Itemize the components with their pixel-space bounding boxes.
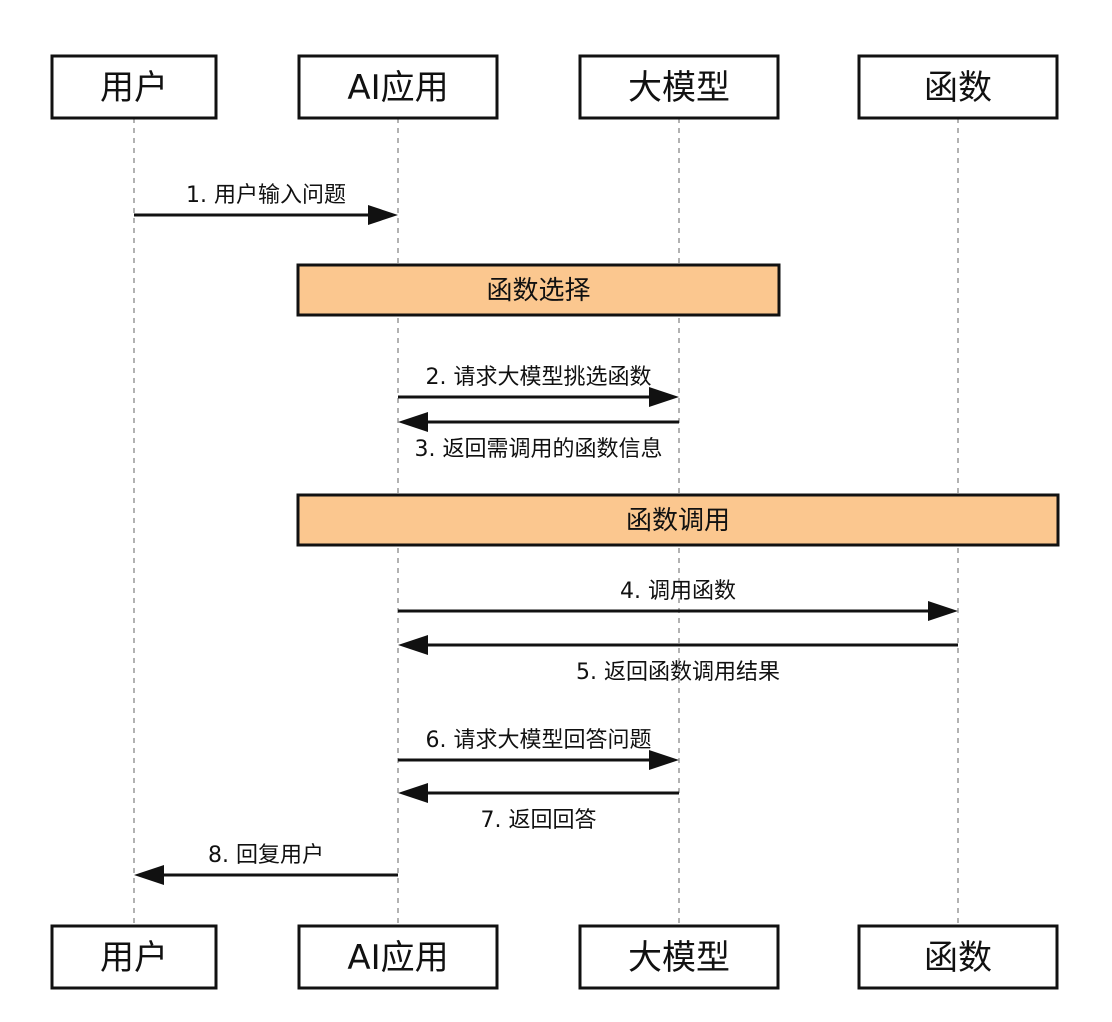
participant-label: AI应用 [347,938,448,978]
participant-box [297,54,499,120]
message-1: 1. 用户输入问题 [134,183,398,225]
message-5: 5. 返回函数调用结果 [398,635,958,685]
message-label: 3. 返回需调用的函数信息 [415,437,663,462]
participant-label: 大模型 [628,68,730,108]
participant-label: 函数 [924,68,992,108]
arrow-head-icon [368,205,398,225]
section-label: 函数选择 [486,276,590,306]
message-7: 7. 返回回答 [398,783,679,833]
arrow-head-icon [134,865,164,885]
message-label: 5. 返回函数调用结果 [576,660,780,685]
section-1: 函数选择 [296,263,781,317]
participant-label: 大模型 [628,938,730,978]
participant-func-bottom: 函数 [857,924,1059,990]
participant-user-bottom: 用户 [50,924,218,990]
section-label: 函数调用 [626,506,730,536]
message-label: 4. 调用函数 [620,579,736,604]
participants-top: 用户 AI应用 大模型 函数 [50,54,1059,120]
arrow-head-icon [398,412,428,432]
section-box [296,263,781,317]
participant-llm-bottom: 大模型 [578,924,780,990]
participant-label: 用户 [100,938,168,978]
participant-box [857,54,1059,120]
message-label: 8. 回复用户 [208,843,324,868]
participant-box [297,924,499,990]
participant-box [578,54,780,120]
message-label: 6. 请求大模型回答问题 [426,728,652,753]
message-label: 1. 用户输入问题 [186,183,346,208]
participant-llm-top: 大模型 [578,54,780,120]
message-6: 6. 请求大模型回答问题 [398,728,679,770]
participant-app-bottom: AI应用 [297,924,499,990]
participants-bottom: 用户 AI应用 大模型 函数 [50,924,1059,990]
participant-box [857,924,1059,990]
message-2: 2. 请求大模型挑选函数 [398,365,679,407]
message-label: 2. 请求大模型挑选函数 [426,365,652,390]
section-box [296,493,1060,547]
arrow-head-icon [398,783,428,803]
arrow-head-icon [928,601,958,621]
participant-label: AI应用 [347,68,448,108]
arrow-head-icon [398,635,428,655]
participant-label: 函数 [924,938,992,978]
participant-box [578,924,780,990]
messages: 1. 用户输入问题 2. 请求大模型挑选函数 3. 返回需调用的函数信息 4. 调用函… [134,183,958,885]
participant-label: 用户 [100,68,168,108]
section-2: 函数调用 [296,493,1060,547]
message-3: 3. 返回需调用的函数信息 [398,412,679,462]
message-8: 8. 回复用户 [134,843,398,885]
participant-user-top: 用户 [50,54,218,120]
participant-app-top: AI应用 [297,54,499,120]
participant-box [50,924,218,990]
participant-box [50,54,218,120]
arrow-head-icon [649,387,679,407]
message-label: 7. 返回回答 [481,808,597,833]
message-4: 4. 调用函数 [398,579,958,621]
arrow-head-icon [649,750,679,770]
participant-func-top: 函数 [857,54,1059,120]
